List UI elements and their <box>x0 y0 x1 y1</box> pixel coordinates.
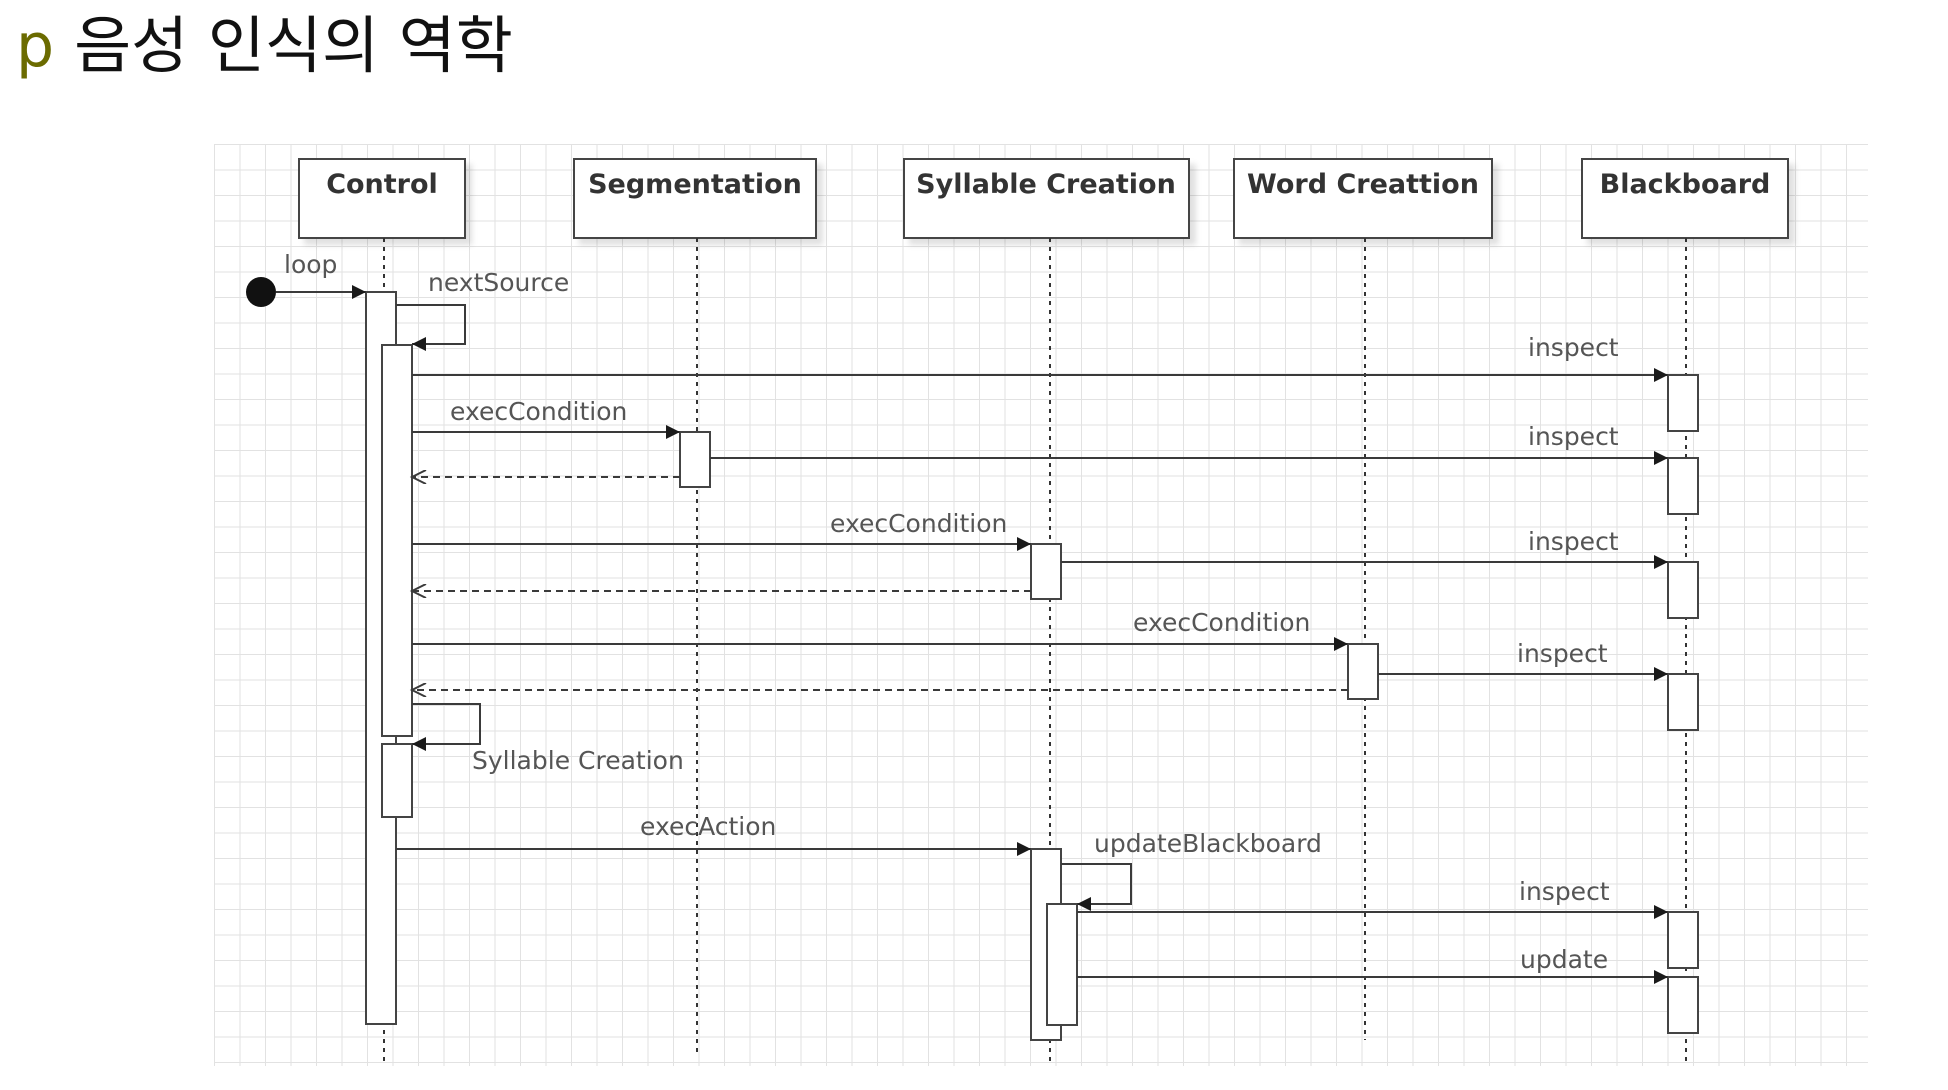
message-update-blackboard: updateBlackboard <box>1061 829 1322 911</box>
self-call-arrow <box>412 703 481 751</box>
message-label: execCondition <box>1133 608 1310 637</box>
lifeline-label: Control <box>326 169 438 200</box>
lifeline-word-creation: Word Creattion <box>1233 158 1493 1040</box>
message-exec-condition-3: execCondition <box>412 608 1348 651</box>
lifeline-segmentation: Segmentation <box>573 158 817 1052</box>
lifeline-label: Syllable Creation <box>916 169 1176 200</box>
message-label: execAction <box>640 812 776 841</box>
lifeline-syllable-creation: Syllable Creation <box>903 158 1190 1066</box>
self-call-arrow <box>1061 863 1132 911</box>
self-call-arrow <box>396 304 466 351</box>
message-label: inspect <box>1528 333 1619 362</box>
activation-bar <box>1347 643 1379 700</box>
message-inspect-1: inspect <box>412 333 1668 382</box>
activation-bar <box>1667 561 1699 619</box>
activation-bars <box>365 291 1699 1041</box>
activation-bar <box>1667 673 1699 731</box>
message-label: execCondition <box>450 397 627 426</box>
message-loop: loop <box>246 250 366 307</box>
message-label: updateBlackboard <box>1094 829 1322 858</box>
activation-bar <box>1046 903 1078 1026</box>
lifeline-label: Blackboard <box>1600 169 1771 200</box>
lifeline-box <box>298 158 466 239</box>
lifeline-label: Word Creattion <box>1247 169 1479 200</box>
loop-start-dot <box>246 277 276 307</box>
message-label: update <box>1520 945 1608 974</box>
lifeline-blackboard: Blackboard <box>1581 158 1789 1066</box>
page-title: 음성 인식의 역학 <box>74 9 513 82</box>
message-inspect-5: inspect <box>1077 877 1668 919</box>
message-label: execCondition <box>830 509 1007 538</box>
activation-bar <box>1667 976 1699 1034</box>
activation-bar <box>381 743 413 818</box>
message-exec-condition-1: execCondition <box>412 397 680 439</box>
message-exec-condition-2: execCondition <box>412 509 1031 551</box>
activation-bar <box>381 344 413 737</box>
slide-title: p 음성 인식의 역학 <box>16 6 513 86</box>
message-label: nextSource <box>428 268 569 297</box>
message-inspect-4: inspect <box>1378 639 1668 681</box>
message-label: inspect <box>1517 639 1608 668</box>
message-label: Syllable Creation <box>472 746 684 775</box>
message-update: update <box>1077 945 1668 984</box>
message-label: loop <box>284 250 337 279</box>
lifeline-box <box>573 158 817 239</box>
activation-bar <box>679 431 711 488</box>
message-label: inspect <box>1519 877 1610 906</box>
message-label: inspect <box>1528 422 1619 451</box>
message-exec-action: execAction <box>396 812 1031 856</box>
lifeline-box <box>1233 158 1493 239</box>
message-next-source: nextSource <box>396 268 569 351</box>
bullet-marker: p <box>16 11 55 81</box>
lifeline-label: Segmentation <box>588 169 802 200</box>
activation-bar <box>1667 911 1699 969</box>
message-inspect-2: inspect <box>710 422 1668 465</box>
message-label: inspect <box>1528 527 1619 556</box>
message-syllable-creation: Syllable Creation <box>412 703 684 775</box>
activation-bar <box>1667 374 1699 432</box>
message-inspect-3: inspect <box>1061 527 1668 569</box>
lifeline-box <box>903 158 1190 239</box>
activation-bar <box>1030 543 1062 600</box>
activation-bar <box>1667 457 1699 515</box>
